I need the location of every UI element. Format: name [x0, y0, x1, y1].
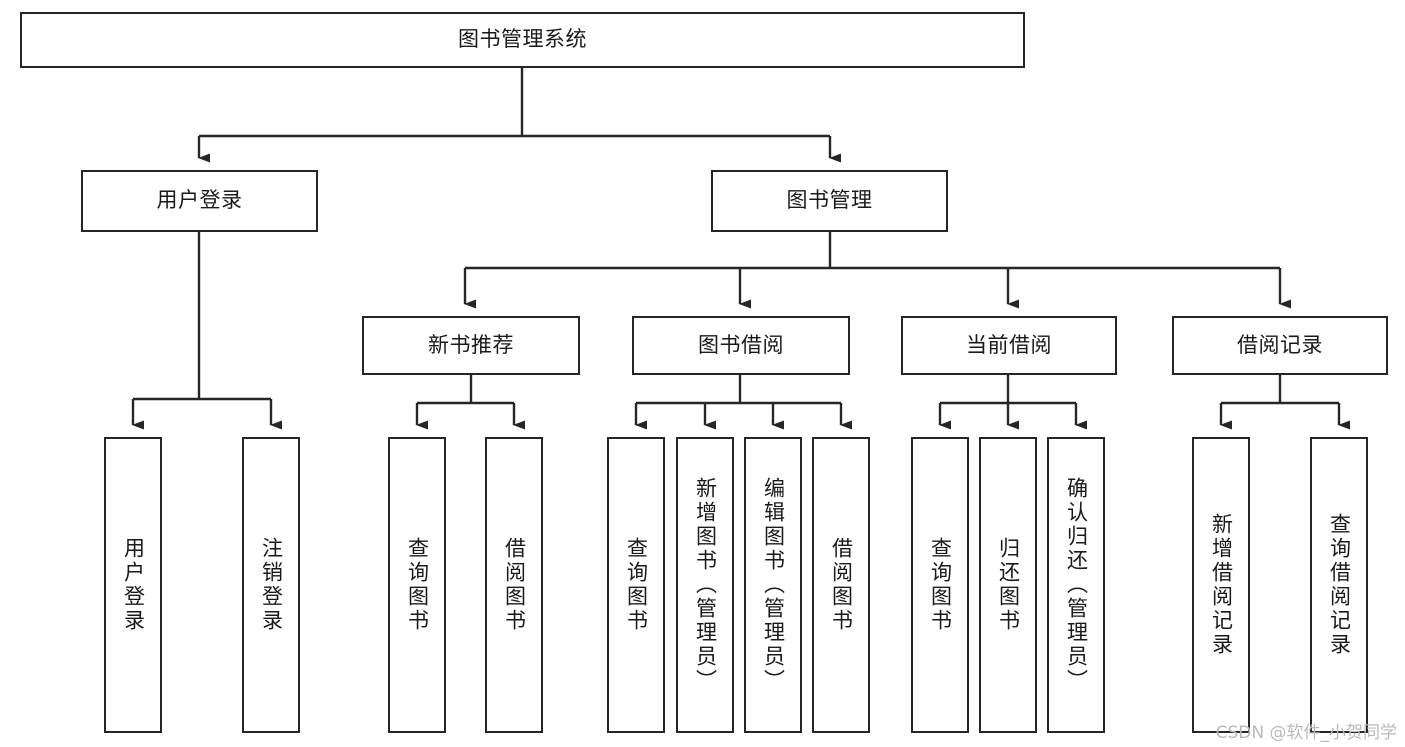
- node-book-borrow[interactable]: 图书借阅: [632, 316, 850, 375]
- node-current-borrow[interactable]: 当前借阅: [901, 316, 1117, 375]
- node-label: 图书管理: [786, 188, 873, 213]
- node-label: 归还图书: [996, 537, 1021, 633]
- node-label: 新增图书（管理员）: [693, 477, 718, 693]
- node-book-management[interactable]: 图书管理: [711, 170, 948, 232]
- node-label: 图书借阅: [698, 332, 784, 357]
- node-leaf-query-book-2[interactable]: 查询图书: [607, 437, 665, 733]
- node-leaf-confirm-return[interactable]: 确认归还（管理员）: [1047, 437, 1105, 733]
- node-leaf-query-book-1[interactable]: 查询图书: [388, 437, 446, 733]
- node-user-login[interactable]: 用户登录: [81, 170, 318, 232]
- node-label: 新增借阅记录: [1209, 513, 1234, 657]
- node-label: 借阅图书: [829, 537, 854, 633]
- node-leaf-borrow-book-2[interactable]: 借阅图书: [812, 437, 870, 733]
- node-leaf-add-book[interactable]: 新增图书（管理员）: [676, 437, 734, 733]
- node-label: 借阅记录: [1237, 332, 1323, 357]
- node-label: 查询图书: [624, 537, 649, 633]
- node-new-book-recommend[interactable]: 新书推荐: [362, 316, 580, 375]
- node-leaf-query-book-3[interactable]: 查询图书: [911, 437, 969, 733]
- node-leaf-user-logout[interactable]: 注销登录: [242, 437, 300, 733]
- node-leaf-query-record[interactable]: 查询借阅记录: [1310, 437, 1368, 733]
- node-label: 用户登录: [156, 188, 243, 213]
- node-label: 新书推荐: [428, 332, 514, 357]
- node-label: 注销登录: [259, 537, 284, 633]
- node-label: 图书管理系统: [458, 27, 587, 52]
- node-leaf-edit-book[interactable]: 编辑图书（管理员）: [744, 437, 802, 733]
- node-label: 查询图书: [928, 537, 953, 633]
- node-label: 借阅图书: [502, 537, 527, 633]
- csdn-watermark: CSDN @软件_小贺同学: [1215, 723, 1397, 743]
- node-leaf-return-book[interactable]: 归还图书: [979, 437, 1037, 733]
- node-label: 查询借阅记录: [1327, 513, 1352, 657]
- node-label: 当前借阅: [966, 332, 1052, 357]
- node-leaf-borrow-book-1[interactable]: 借阅图书: [485, 437, 543, 733]
- node-label: 编辑图书（管理员）: [761, 477, 786, 693]
- node-root-book-management-system[interactable]: 图书管理系统: [20, 12, 1025, 68]
- node-label: 查询图书: [405, 537, 430, 633]
- node-leaf-user-login[interactable]: 用户登录: [104, 437, 162, 733]
- node-label: 用户登录: [121, 537, 146, 633]
- node-label: 确认归还（管理员）: [1064, 477, 1089, 693]
- node-leaf-add-record[interactable]: 新增借阅记录: [1192, 437, 1250, 733]
- node-borrow-record[interactable]: 借阅记录: [1172, 316, 1388, 375]
